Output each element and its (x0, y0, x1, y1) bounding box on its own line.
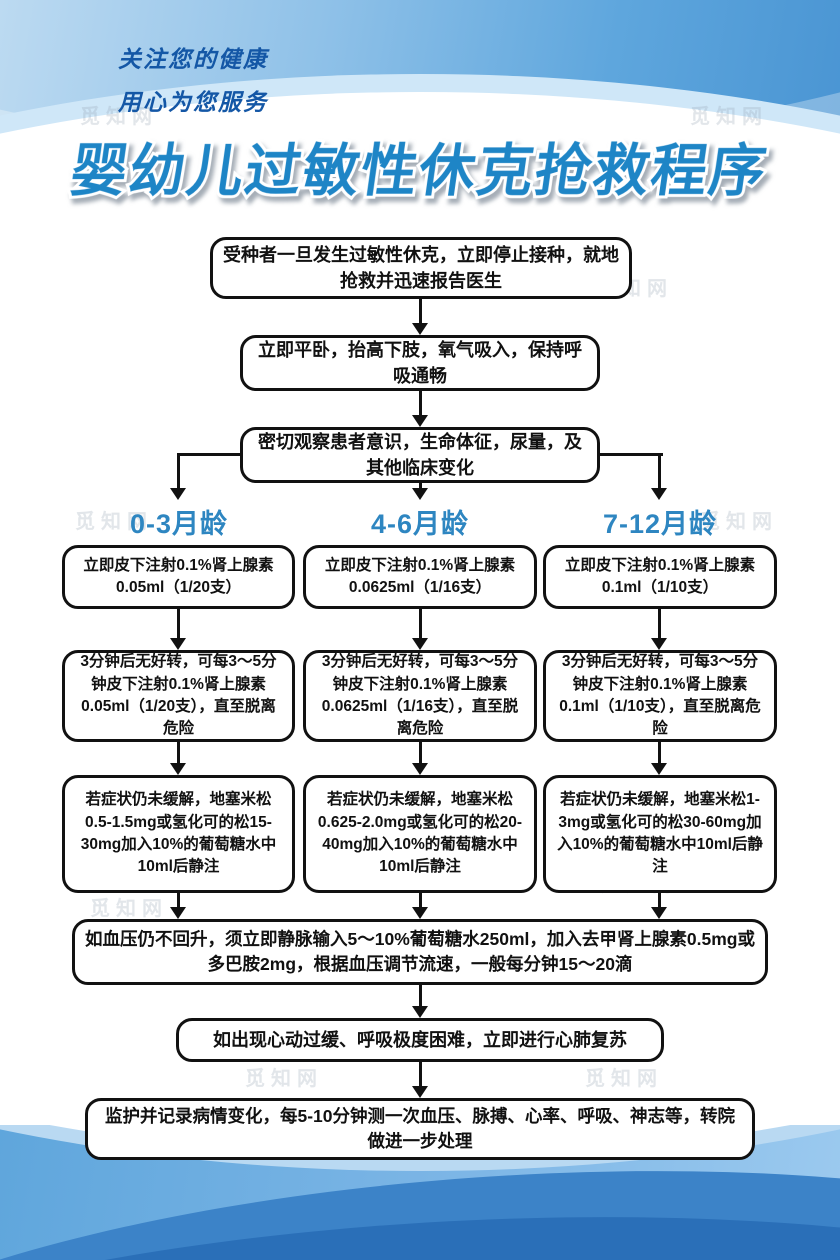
connector-line (419, 985, 422, 1007)
column-header-4-6-months: 4-6月龄 (370, 509, 470, 539)
flow-box-blood-pressure: 如血压仍不回升，须立即静脉输入5～10%葡萄糖水250ml，加入去甲肾上腺素0.… (72, 919, 768, 985)
flow-box-inject-4-6: 立即皮下注射0.1%肾上腺素0.0625ml（1/16支） (303, 545, 537, 609)
flow-box-monitor: 监护并记录病情变化，每5-10分钟测一次血压、脉搏、心率、呼吸、神志等，转院做进… (85, 1098, 755, 1160)
page-title: 婴幼儿过敏性休克抢救程序 (64, 136, 775, 205)
column-header-0-3-months: 0-3月龄 (129, 509, 229, 539)
connector-line (419, 1062, 422, 1087)
connector-line (658, 453, 661, 490)
connector-line (177, 742, 180, 764)
arrow-down-icon (170, 488, 186, 500)
arrow-down-icon (412, 415, 428, 427)
arrow-down-icon (412, 638, 428, 650)
arrow-down-icon (170, 763, 186, 775)
flow-box-repeat-4-6: 3分钟后无好转，可每3～5分钟皮下注射0.1%肾上腺素0.0625ml（1/16… (303, 650, 537, 742)
connector-line (419, 742, 422, 764)
arrow-down-icon (651, 488, 667, 500)
connector-line (658, 742, 661, 764)
connector-line (419, 297, 422, 323)
flow-box-stop-vaccination: 受种者一旦发生过敏性休克，立即停止接种，就地抢救并迅速报告医生 (210, 237, 632, 299)
arrow-down-icon (170, 907, 186, 919)
top-wave-decoration (0, 0, 840, 150)
flow-box-cpr: 如出现心动过缓、呼吸极度困难，立即进行心肺复苏 (176, 1018, 664, 1062)
arrow-down-icon (412, 907, 428, 919)
arrow-down-icon (412, 1086, 428, 1098)
flow-box-repeat-0-3: 3分钟后无好转，可每3～5分钟皮下注射0.1%肾上腺素0.05ml（1/20支）… (62, 650, 295, 742)
connector-line (419, 483, 422, 490)
arrow-down-icon (412, 323, 428, 335)
flow-box-steroid-0-3: 若症状仍未缓解，地塞米松0.5-1.5mg或氢化可的松15-30mg加入10%的… (62, 775, 295, 893)
flow-box-repeat-7-12: 3分钟后无好转，可每3～5分钟皮下注射0.1%肾上腺素0.1ml（1/10支），… (543, 650, 777, 742)
slogan: 关注您的健康 用心为您服务 (118, 38, 268, 124)
connector-line (177, 893, 180, 908)
arrow-down-icon (412, 1006, 428, 1018)
arrow-down-icon (651, 638, 667, 650)
connector-line (177, 609, 180, 638)
column-header-7-12-months: 7-12月龄 (602, 509, 718, 539)
arrow-down-icon (412, 763, 428, 775)
connector-line (419, 893, 422, 908)
connector-line (177, 453, 180, 490)
arrow-down-icon (651, 763, 667, 775)
connector-line (419, 609, 422, 638)
flow-box-steroid-4-6: 若症状仍未缓解，地塞米松0.625-2.0mg或氢化可的松20-40mg加入10… (303, 775, 537, 893)
flow-box-steroid-7-12: 若症状仍未缓解，地塞米松1-3mg或氢化可的松30-60mg加入10%的葡萄糖水… (543, 775, 777, 893)
watermark: 觅知网 (585, 1068, 663, 1090)
slogan-line-1: 关注您的健康 (118, 46, 268, 72)
watermark: 觅知网 (245, 1068, 323, 1090)
slogan-line-2: 用心为您服务 (118, 88, 268, 115)
flow-box-observe: 密切观察患者意识，生命体征，尿量，及其他临床变化 (240, 427, 600, 483)
branch-line-right (597, 453, 663, 456)
arrow-down-icon (170, 638, 186, 650)
connector-line (658, 893, 661, 908)
flow-box-lie-flat: 立即平卧，抬高下肢，氧气吸入，保持呼吸通畅 (240, 335, 600, 391)
watermark: 觅知网 (90, 898, 168, 920)
connector-line (658, 609, 661, 638)
connector-line (419, 391, 422, 415)
flow-box-inject-0-3: 立即皮下注射0.1%肾上腺素0.05ml（1/20支） (62, 545, 295, 609)
arrow-down-icon (651, 907, 667, 919)
flow-box-inject-7-12: 立即皮下注射0.1%肾上腺素0.1ml（1/10支） (543, 545, 777, 609)
arrow-down-icon (412, 488, 428, 500)
branch-line-left (177, 453, 243, 456)
